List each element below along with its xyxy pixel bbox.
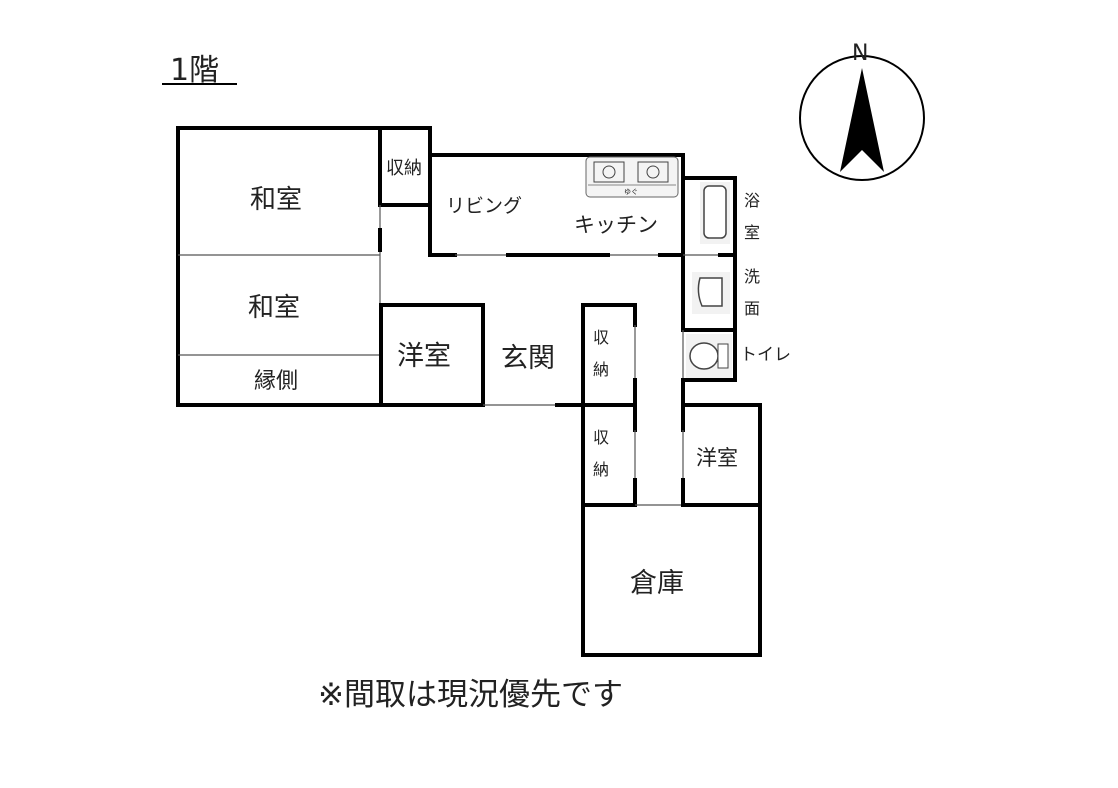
room-bath: 浴 [744,191,760,210]
floor-title: 1階 [170,53,219,88]
room-washroom: 洗 [744,267,760,286]
stove-icon: ゆぐ [585,156,679,198]
svg-text:面: 面 [744,299,760,318]
sink-icon [692,272,730,314]
room-yoshitsu-2: 洋室 [696,446,738,470]
toilet-icon [686,334,732,378]
room-washitsu-2: 和室 [248,293,300,323]
room-labels: 和室 和室 縁側 収納 リビング キッチン 浴 室 洗 面 トイレ 洋室 玄関 … [248,158,791,599]
room-kitchen: キッチン [574,213,658,237]
room-yoshitsu-1: 洋室 [397,341,451,372]
compass-north-label: N [852,41,868,66]
svg-text:室: 室 [744,223,760,242]
room-storage-top: 収納 [386,158,422,179]
room-living: リビング [446,195,522,217]
north-arrow-icon [840,68,884,172]
bathtub-icon [700,182,730,244]
room-warehouse: 倉庫 [630,568,684,599]
stove-label: ゆぐ [624,188,638,196]
room-washitsu-1: 和室 [250,185,302,215]
room-toilet: トイレ [740,345,791,365]
walls [176,126,762,657]
room-storage-low: 収 [593,428,609,447]
svg-text:納: 納 [593,360,609,379]
room-genkan: 玄関 [501,343,555,374]
svg-text:納: 納 [593,460,609,479]
room-engawa: 縁側 [254,369,298,394]
fixtures: ゆぐ [585,156,732,378]
layout-note: ※間取は現況優先です [318,677,623,713]
room-storage-mid: 収 [593,328,609,347]
compass: N [799,41,925,181]
